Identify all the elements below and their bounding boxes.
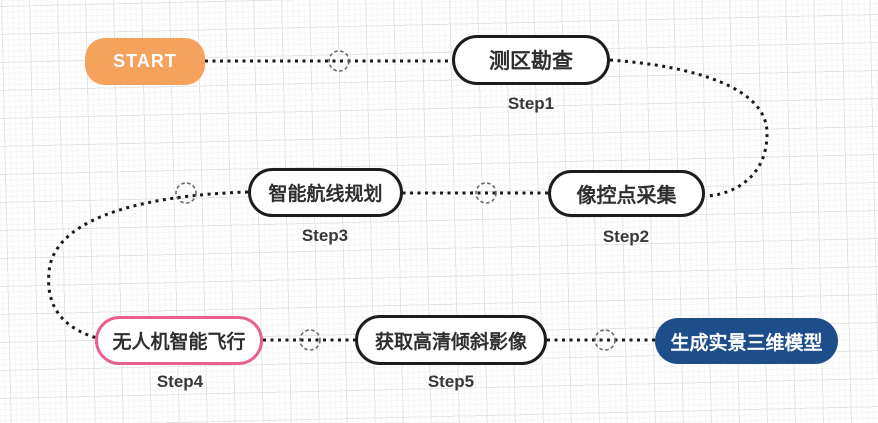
connector-step1-to-step2 xyxy=(609,58,769,198)
junction-node-3 xyxy=(475,182,497,204)
junction-node-2 xyxy=(175,182,197,204)
node-step3: 智能航线规划 xyxy=(248,168,403,217)
step3-label: Step3 xyxy=(301,226,349,245)
junction-node-4 xyxy=(299,329,321,351)
node-step5: 获取高清倾斜影像 xyxy=(355,315,547,365)
step2-label: Step2 xyxy=(602,227,650,246)
step5-label: Step5 xyxy=(427,372,475,391)
junction-node-1 xyxy=(328,50,350,72)
junction-node-5 xyxy=(594,329,616,351)
node-step4: 无人机智能飞行 xyxy=(95,316,263,365)
node-step1: 测区勘查 xyxy=(452,35,610,85)
step4-label: Step4 xyxy=(156,372,204,391)
step1-label: Step1 xyxy=(507,94,555,113)
final-node: 生成实景三维模型 xyxy=(655,318,838,364)
node-step2: 像控点采集 xyxy=(548,170,705,217)
start-node: START xyxy=(85,38,205,85)
connector-step3-to-step4 xyxy=(47,190,249,340)
